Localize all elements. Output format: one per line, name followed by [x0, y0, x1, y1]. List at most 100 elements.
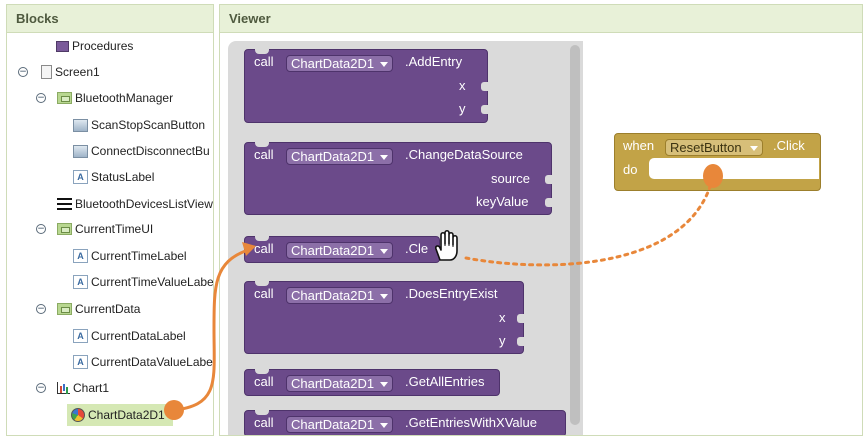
arrangement-icon	[57, 303, 72, 315]
tree-item-screen1[interactable]: Screen1	[41, 61, 100, 83]
tree-item-scanstopscanbutton[interactable]: ScanStopScanButton	[73, 114, 205, 136]
collapse-toggle-screen1[interactable]: −	[18, 67, 28, 77]
collapse-toggle-currentdata[interactable]: −	[36, 304, 46, 314]
tree-item-currenttimevaluelabel[interactable]: A CurrentTimeValueLabe	[73, 271, 213, 293]
tree-item-label: BluetoothDevicesListView	[75, 197, 213, 211]
collapse-toggle-bluetoothmanager[interactable]: −	[36, 93, 46, 103]
block-call-keyword: call	[254, 286, 274, 301]
component-dropdown[interactable]: ChartData2D1	[286, 148, 394, 165]
tree-item-label: ChartData2D1	[88, 408, 165, 422]
component-name: ChartData2D1	[291, 288, 375, 303]
blocks-panel: Blocks Procedures − Screen1 − BluetoothM…	[6, 4, 214, 436]
component-name: ChartData2D1	[291, 56, 375, 71]
block-param-label: source	[491, 171, 531, 186]
component-dropdown[interactable]: ChartData2D1	[286, 287, 394, 304]
component-name: ResetButton	[670, 140, 742, 155]
block-addentry[interactable]: call ChartData2D1 .AddEntry x y	[244, 49, 490, 123]
block-method-name: .GetEntriesWithXValue	[405, 415, 537, 430]
component-name: ChartData2D1	[291, 149, 375, 164]
procedures-icon	[56, 40, 69, 52]
block-getentrieswithxvalue[interactable]: call ChartData2D1 .GetEntriesWithXValue	[244, 410, 566, 435]
component-name: ChartData2D1	[291, 376, 375, 391]
tree-item-bluetoothdeviceslistview[interactable]: BluetoothDevicesListView	[57, 193, 213, 215]
block-call-keyword: call	[254, 54, 274, 69]
tree-item-label: StatusLabel	[91, 170, 155, 184]
block-connector	[255, 236, 269, 241]
input-socket	[517, 314, 526, 323]
component-dropdown[interactable]: ChartData2D1	[286, 375, 394, 392]
block-method-name: .AddEntry	[405, 54, 463, 69]
input-socket	[517, 337, 526, 346]
dropdown-caret-icon	[380, 249, 389, 254]
block-param-label: x	[459, 78, 466, 93]
component-dropdown[interactable]: ChartData2D1	[286, 416, 394, 433]
block-getallentries[interactable]: call ChartData2D1 .GetAllEntries	[244, 369, 500, 396]
event-block-resetbutton-click[interactable]: when ResetButton .Click do	[614, 133, 821, 191]
collapse-toggle-currenttimeui[interactable]: −	[36, 224, 46, 234]
block-call-keyword: call	[254, 241, 274, 256]
block-connector	[255, 142, 269, 147]
input-socket	[545, 175, 554, 184]
tree-item-procedures[interactable]: Procedures	[56, 35, 133, 57]
tree-item-label: CurrentDataValueLabe	[91, 355, 213, 369]
input-socket	[545, 198, 554, 207]
tree-item-label: CurrentTimeLabel	[91, 249, 187, 263]
tree-item-bluetoothmanager[interactable]: BluetoothManager	[57, 87, 173, 109]
screen-icon	[41, 65, 52, 79]
do-statement-slot[interactable]	[649, 158, 819, 179]
tree-item-currenttimelabel[interactable]: A CurrentTimeLabel	[73, 245, 187, 267]
hand-cursor-icon	[435, 229, 458, 261]
block-method-name: .Cle	[405, 241, 429, 256]
arrangement-icon	[57, 92, 72, 104]
tree-item-currentdatalabel[interactable]: A CurrentDataLabel	[73, 325, 186, 347]
chart-icon	[57, 382, 70, 394]
dropdown-caret-icon	[380, 62, 389, 67]
event-name: .Click	[773, 138, 805, 153]
input-socket	[481, 82, 490, 91]
tree-item-label: Chart1	[73, 381, 110, 395]
tree-item-label: BluetoothManager	[75, 91, 174, 105]
block-method-name: .ChangeDataSource	[405, 147, 523, 162]
event-do-keyword: do	[623, 162, 638, 177]
block-call-keyword: call	[254, 147, 274, 162]
block-method-name: .GetAllEntries	[405, 374, 485, 389]
listview-icon	[57, 198, 72, 210]
tree-item-connectdisconnectbutton[interactable]: ConnectDisconnectBu	[73, 140, 210, 162]
flyout-scrollbar[interactable]	[570, 45, 580, 425]
block-param-label: y	[499, 333, 506, 348]
block-connector	[255, 369, 269, 374]
label-icon: A	[73, 355, 88, 369]
component-dropdown[interactable]: ResetButton	[665, 139, 763, 156]
viewer-title: Viewer	[220, 5, 862, 33]
tree-item-currentdatavaluelabel[interactable]: A CurrentDataValueLabe	[73, 351, 213, 373]
dropdown-caret-icon	[380, 294, 389, 299]
block-changedatasource[interactable]: call ChartData2D1 .ChangeDataSource sour…	[244, 142, 554, 215]
arrangement-icon	[57, 223, 72, 235]
input-socket	[481, 105, 490, 114]
dropdown-caret-icon	[380, 155, 389, 160]
tree-item-label: CurrentData	[75, 302, 141, 316]
tree-item-statuslabel[interactable]: A StatusLabel	[73, 166, 154, 188]
tree-item-label: ScanStopScanButton	[91, 118, 206, 132]
tree-item-currenttimeui[interactable]: CurrentTimeUI	[57, 218, 153, 240]
tree-item-chartdata2d1[interactable]: ChartData2D1	[67, 404, 173, 426]
dropdown-caret-icon	[380, 382, 389, 387]
blocks-panel-title: Blocks	[7, 5, 213, 33]
tree-item-chart1[interactable]: Chart1	[57, 377, 109, 399]
viewer-panel: Viewer call ChartData2D1 .AddEntry x y c…	[219, 4, 863, 436]
block-call-keyword: call	[254, 415, 274, 430]
chartdata-icon	[71, 408, 85, 422]
dropdown-caret-icon	[749, 146, 758, 151]
collapse-toggle-chart1[interactable]: −	[36, 383, 46, 393]
tree-item-label: ConnectDisconnectBu	[91, 144, 210, 158]
component-dropdown[interactable]: ChartData2D1	[286, 242, 394, 259]
tree-item-label: Screen1	[55, 65, 100, 79]
label-icon: A	[73, 249, 88, 263]
label-icon: A	[73, 170, 88, 184]
dropdown-caret-icon	[380, 423, 389, 428]
block-clear[interactable]: call ChartData2D1 .Cle	[244, 236, 440, 263]
block-doesentryexist[interactable]: call ChartData2D1 .DoesEntryExist x y	[244, 281, 526, 354]
component-dropdown[interactable]: ChartData2D1	[286, 55, 394, 72]
tree-item-currentdata[interactable]: CurrentData	[57, 298, 140, 320]
block-connector	[255, 410, 269, 415]
